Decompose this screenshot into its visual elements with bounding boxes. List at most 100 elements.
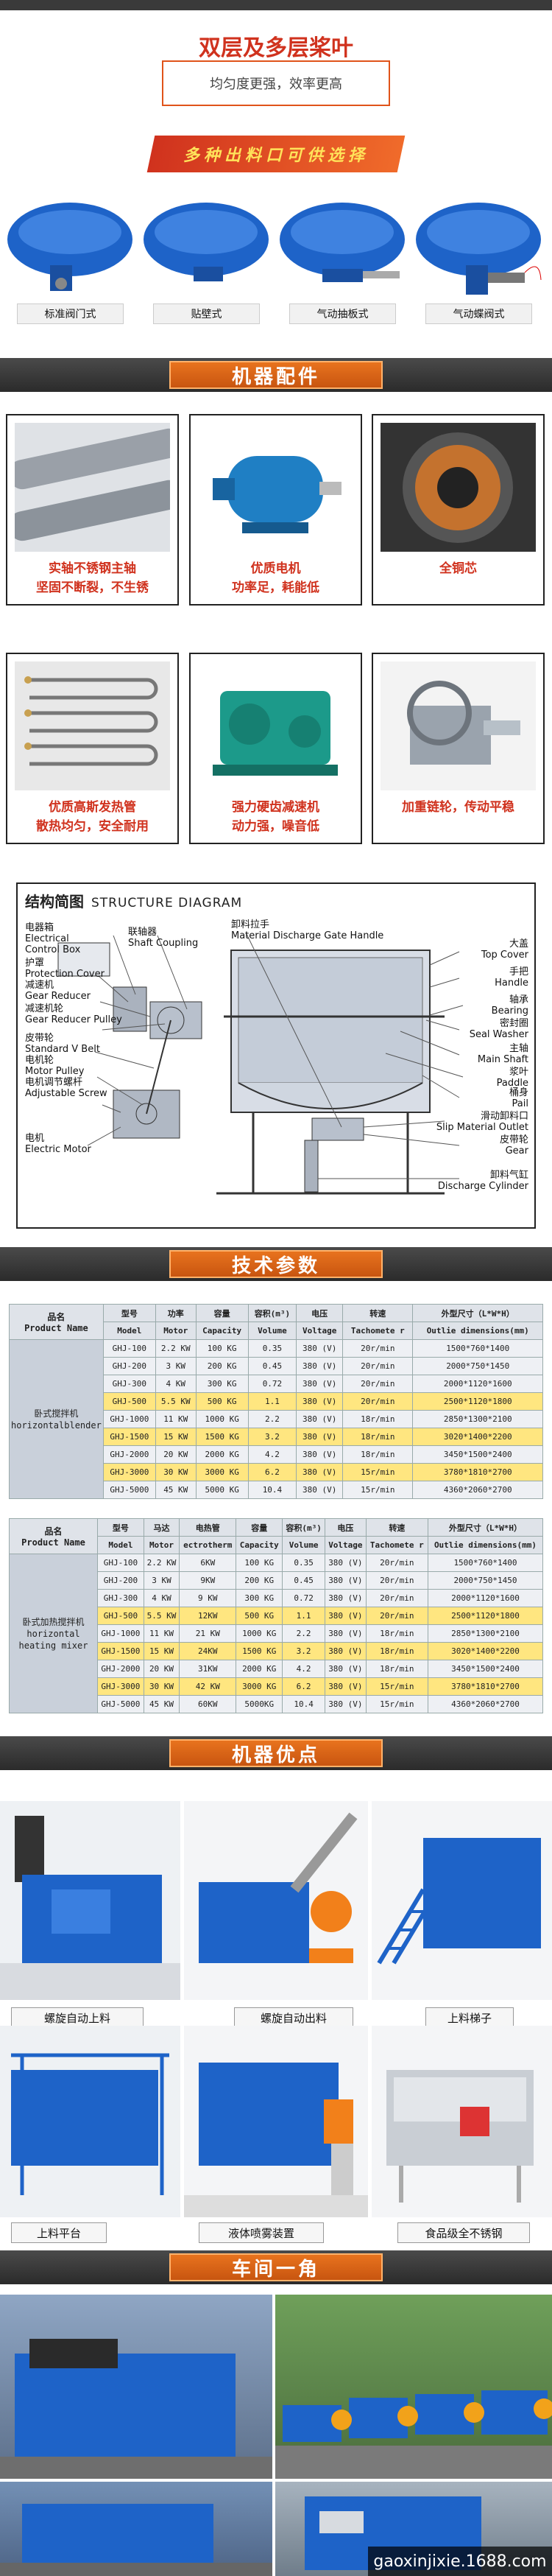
header-cn-5: 容积(m³): [282, 1518, 326, 1537]
header-en-1: Model: [97, 1536, 144, 1554]
table-cell: 2000 KG: [195, 1445, 249, 1464]
left-label-3-line-1: 减速机: [25, 980, 54, 991]
table-cell: 1.1: [282, 1607, 326, 1625]
table-cell: 30 KW: [155, 1463, 197, 1481]
outlet-label-1: 标准阀门式: [17, 303, 124, 324]
table-cell: 20r/min: [342, 1357, 414, 1375]
table-cell: 1500*760*1400: [412, 1339, 543, 1358]
advantage-label-5: 液体喷雾装置: [199, 2222, 324, 2243]
table-cell: 20 KW: [155, 1445, 197, 1464]
table-cell: GHJ-200: [102, 1357, 156, 1375]
table-cell: GHJ-1500: [102, 1428, 156, 1446]
table-cell: 2.2: [247, 1410, 297, 1428]
outlet-image-2: [142, 199, 271, 302]
right-label-2-line-2: Handle: [495, 978, 528, 989]
table-cell: 18r/min: [342, 1428, 414, 1446]
header-en-6: Tachomete r: [342, 1322, 414, 1340]
table-cell: 18r/min: [342, 1410, 414, 1428]
table-cell: 0.72: [247, 1375, 297, 1393]
right-label-7-line-2: Pail: [512, 1098, 528, 1109]
header-en-2: Motor: [155, 1322, 197, 1340]
header-cn-2: 功率: [155, 1304, 197, 1322]
outlet-label-2: 贴壁式: [153, 303, 260, 324]
outlet-image-3: [278, 199, 407, 302]
header-cn-2: 马达: [143, 1518, 180, 1537]
header-cn-3: 容量: [195, 1304, 249, 1322]
table-cell: 3450*1500*2400: [412, 1445, 543, 1464]
header-en-6: Voltage: [325, 1536, 367, 1554]
right-label-1-line-1: 大盖: [509, 938, 528, 950]
right-label-1-line-2: Top Cover: [481, 950, 528, 961]
table-cell: 10.4: [282, 1695, 326, 1713]
table-cell: GHJ-3000: [97, 1677, 144, 1696]
table-cell: 3450*1500*2400: [427, 1660, 544, 1678]
paddle-section-subtitle: 均匀度更强，效率更高: [162, 60, 390, 106]
right-label-10-line-2: Discharge Cylinder: [437, 1181, 528, 1192]
table-cell: 20r/min: [365, 1589, 428, 1607]
table-cell: GHJ-3000: [102, 1463, 156, 1481]
header-en-4: Capacity: [236, 1536, 283, 1554]
header-cn-7: 外型尺寸（L*W*H）: [412, 1304, 543, 1322]
right-label-9-line-2: Gear: [505, 1145, 528, 1157]
table-cell: 31KW: [179, 1660, 237, 1678]
left-label-5-line-1: 皮带轮: [25, 1033, 54, 1044]
header-en-8: Outlie dimensions(mm): [427, 1536, 544, 1554]
accessory-image-1: [15, 423, 170, 552]
header-en-7: Outlie dimensions(mm): [412, 1322, 543, 1340]
table-cell: 0.45: [282, 1571, 326, 1590]
mixer-drawing: [57, 932, 464, 1195]
right-label-4-line-2: Seal Washer: [469, 1029, 528, 1040]
table-cell: 3020*1400*2200: [412, 1428, 543, 1446]
left-label-6-line-1: 电机轮: [25, 1055, 54, 1066]
table-cell: 300 KG: [236, 1589, 283, 1607]
header-cn-6: 转速: [342, 1304, 414, 1322]
table-cell: 45 KW: [143, 1695, 180, 1713]
table-cell: 20r/min: [365, 1554, 428, 1572]
table-cell: 380 (V): [296, 1428, 344, 1446]
table-cell: 380 (V): [296, 1357, 344, 1375]
advantage-label-6: 食品级全不锈钢: [397, 2222, 530, 2243]
right-label-9-line-1: 皮带轮: [499, 1134, 528, 1145]
table-cell: GHJ-100: [97, 1554, 144, 1572]
accessories-banner: 机器配件: [0, 358, 552, 392]
header-cn-8: 外型尺寸（L*W*H）: [427, 1518, 544, 1537]
table-cell: 15r/min: [365, 1695, 428, 1713]
site-watermark: gaoxinjixie.1688.com: [368, 2547, 552, 2576]
table-cell: 11 KW: [143, 1624, 180, 1643]
header-cn-7: 转速: [365, 1518, 428, 1537]
table-cell: 4360*2060*2700: [427, 1695, 544, 1713]
right-label-3-line-1: 轴承: [509, 994, 528, 1006]
left-label-5-line-2: Standard V Belt: [25, 1044, 100, 1055]
table-cell: 20r/min: [342, 1339, 414, 1358]
table-cell: 300 KG: [195, 1375, 249, 1393]
table-cell: 1000 KG: [195, 1410, 249, 1428]
table-cell: 380 (V): [296, 1339, 344, 1358]
structure-title-cn: 结构简图: [25, 893, 84, 910]
header-cn-3: 电热管: [179, 1518, 237, 1537]
table-cell: GHJ-200: [97, 1571, 144, 1590]
header-en-3: ectrotherm: [179, 1536, 237, 1554]
outlet-label-3: 气动抽板式: [289, 303, 396, 324]
right-label-4-line-1: 密封圈: [499, 1018, 528, 1029]
advantages-banner: 机器优点: [0, 1736, 552, 1770]
table-cell: 6KW: [179, 1554, 237, 1572]
